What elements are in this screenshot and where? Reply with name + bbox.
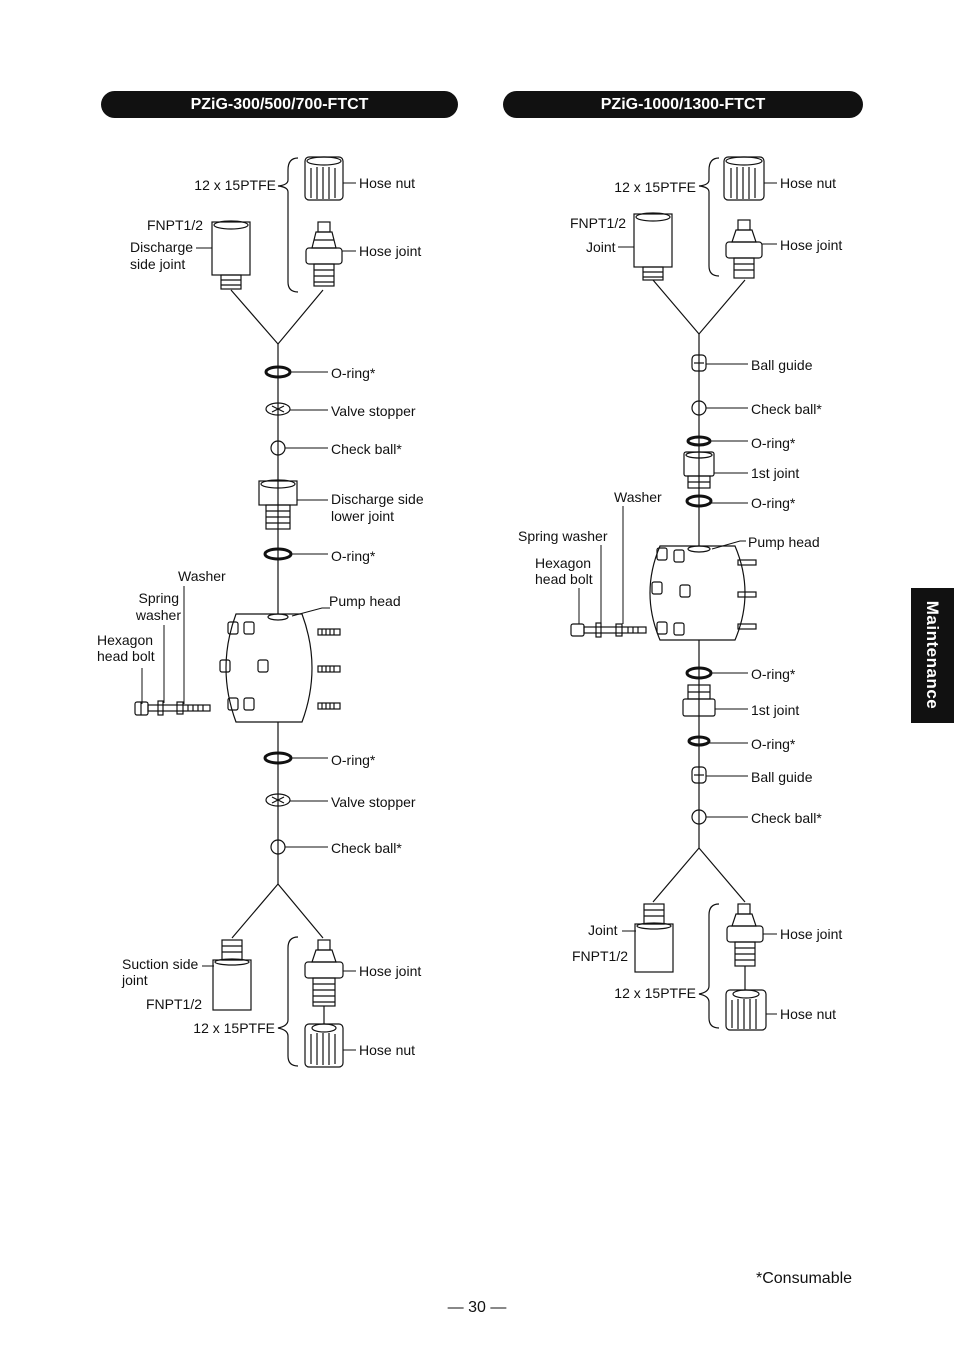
left-discharge-side-joint bbox=[211, 220, 251, 290]
left-suction-side-joint bbox=[212, 939, 252, 1011]
right-ball-guide-1 bbox=[691, 354, 707, 372]
right-label-check-ball-1: Check ball* bbox=[751, 401, 822, 417]
right-first-joint-1 bbox=[683, 451, 715, 489]
right-assembly bbox=[570, 156, 777, 1031]
left-label-hose-joint-top: Hose joint bbox=[359, 243, 422, 259]
right-label-tube-top: 12 x 15PTFE bbox=[614, 179, 696, 195]
right-brace-top bbox=[698, 157, 720, 277]
left-bolt-set bbox=[134, 700, 211, 716]
right-ball-guide-2 bbox=[691, 766, 707, 784]
left-label-washer: Washer bbox=[178, 568, 226, 584]
left-label-tube-top: 12 x 15PTFE bbox=[194, 177, 276, 193]
left-hose-nut-top bbox=[304, 156, 344, 201]
right-label-fnpt-bottom: FNPT1/2 bbox=[572, 948, 629, 964]
left-valve-stopper-1 bbox=[265, 402, 291, 416]
right-label-pump-head: Pump head bbox=[748, 534, 820, 550]
left-label-hex-bolt-2: head bolt bbox=[97, 648, 155, 664]
right-label-tube-bottom: 12 x 15PTFE bbox=[614, 985, 696, 1001]
right-hose-nut-bottom bbox=[725, 989, 767, 1031]
right-label-hose-nut-top: Hose nut bbox=[780, 175, 837, 191]
left-label-valve-stopper-2: Valve stopper bbox=[331, 794, 416, 810]
page-number: — 30 — bbox=[447, 1299, 507, 1316]
left-discharge-lower-joint bbox=[258, 479, 298, 530]
right-label-spring-washer: Spring washer bbox=[518, 528, 608, 544]
right-hose-nut-top bbox=[723, 156, 765, 201]
left-label-hose-nut-bottom: Hose nut bbox=[359, 1042, 416, 1058]
right-label-o-ring-4: O-ring* bbox=[751, 736, 796, 752]
right-joint-bottom bbox=[634, 903, 674, 973]
left-pump-head bbox=[219, 613, 341, 723]
left-leader-lines bbox=[141, 182, 356, 1051]
right-bolt-set bbox=[570, 622, 647, 638]
left-label-pump-head: Pump head bbox=[329, 593, 401, 609]
left-label-suction-joint-2: joint bbox=[122, 972, 148, 988]
left-label-suction-joint-1: Suction side bbox=[122, 956, 199, 972]
left-valve-stopper-2 bbox=[265, 793, 291, 807]
left-hose-joint-top bbox=[305, 221, 343, 287]
left-label-o-ring-1: O-ring* bbox=[331, 365, 376, 381]
right-label-o-ring-1: O-ring* bbox=[751, 435, 796, 451]
right-joint-top bbox=[633, 212, 673, 281]
left-brace-bottom bbox=[277, 936, 299, 1067]
left-label-tube-bottom: 12 x 15PTFE bbox=[193, 1020, 275, 1036]
right-hose-joint-top bbox=[725, 219, 763, 279]
header-left-model: PZiG-300/500/700-FTCT bbox=[101, 91, 458, 118]
right-label-hose-nut-bottom: Hose nut bbox=[780, 1006, 837, 1022]
right-first-joint-2 bbox=[682, 684, 716, 717]
right-label-fnpt-top: FNPT1/2 bbox=[570, 215, 627, 231]
right-label-check-ball-2: Check ball* bbox=[751, 810, 822, 826]
left-label-check-ball-2: Check ball* bbox=[331, 840, 402, 856]
right-label-washer: Washer bbox=[614, 489, 662, 505]
right-label-o-ring-2: O-ring* bbox=[751, 495, 796, 511]
left-label-valve-stopper-1: Valve stopper bbox=[331, 403, 416, 419]
right-label-hose-joint-bottom: Hose joint bbox=[780, 926, 843, 942]
left-brace-top bbox=[277, 157, 299, 293]
right-label-ball-guide-2: Ball guide bbox=[751, 769, 813, 785]
right-label-first-joint-2: 1st joint bbox=[751, 702, 800, 718]
right-label-hose-joint-top: Hose joint bbox=[780, 237, 843, 253]
left-hose-joint-bottom bbox=[304, 939, 344, 1024]
left-label-spring-washer-1: Spring bbox=[138, 590, 179, 606]
right-o-ring-4 bbox=[687, 735, 711, 747]
left-label-discharge-joint-1: Discharge bbox=[130, 239, 194, 255]
left-label-o-ring-2: O-ring* bbox=[331, 548, 376, 564]
left-label-check-ball-1: Check ball* bbox=[331, 441, 402, 457]
left-label-discharge-lower-2: lower joint bbox=[331, 508, 395, 524]
right-label-ball-guide-1: Ball guide bbox=[751, 357, 813, 373]
left-label-discharge-joint-2: side joint bbox=[130, 256, 186, 272]
right-label-hex-bolt-2: head bolt bbox=[535, 571, 593, 587]
left-assembly bbox=[134, 156, 356, 1068]
header-right-model: PZiG-1000/1300-FTCT bbox=[503, 91, 863, 118]
right-hose-joint-bottom bbox=[726, 903, 764, 990]
left-hose-nut-bottom bbox=[304, 1023, 344, 1068]
right-o-ring-2 bbox=[685, 494, 713, 508]
left-label-fnpt-bottom: FNPT1/2 bbox=[146, 996, 203, 1012]
right-label-joint-top: Joint bbox=[586, 239, 616, 255]
right-pump-head bbox=[649, 545, 757, 641]
left-label-spring-washer-2: washer bbox=[135, 607, 181, 623]
left-label-fnpt-top: FNPT1/2 bbox=[147, 217, 204, 233]
maintenance-tab: Maintenance bbox=[911, 588, 954, 723]
right-label-hex-bolt-1: Hexagon bbox=[535, 555, 592, 571]
left-label-hose-nut-top: Hose nut bbox=[359, 175, 416, 191]
left-label-o-ring-3: O-ring* bbox=[331, 752, 376, 768]
right-label-joint-bottom: Joint bbox=[588, 922, 618, 938]
right-leader-lines bbox=[578, 182, 777, 1015]
right-label-o-ring-3: O-ring* bbox=[751, 666, 796, 682]
left-label-hex-bolt-1: Hexagon bbox=[97, 632, 154, 648]
right-brace-bottom bbox=[698, 903, 720, 1029]
right-label-first-joint-1: 1st joint bbox=[751, 465, 800, 481]
left-label-hose-joint-bottom: Hose joint bbox=[359, 963, 422, 979]
consumable-note: *Consumable bbox=[756, 1270, 853, 1287]
left-label-discharge-lower-1: Discharge side bbox=[331, 491, 424, 507]
